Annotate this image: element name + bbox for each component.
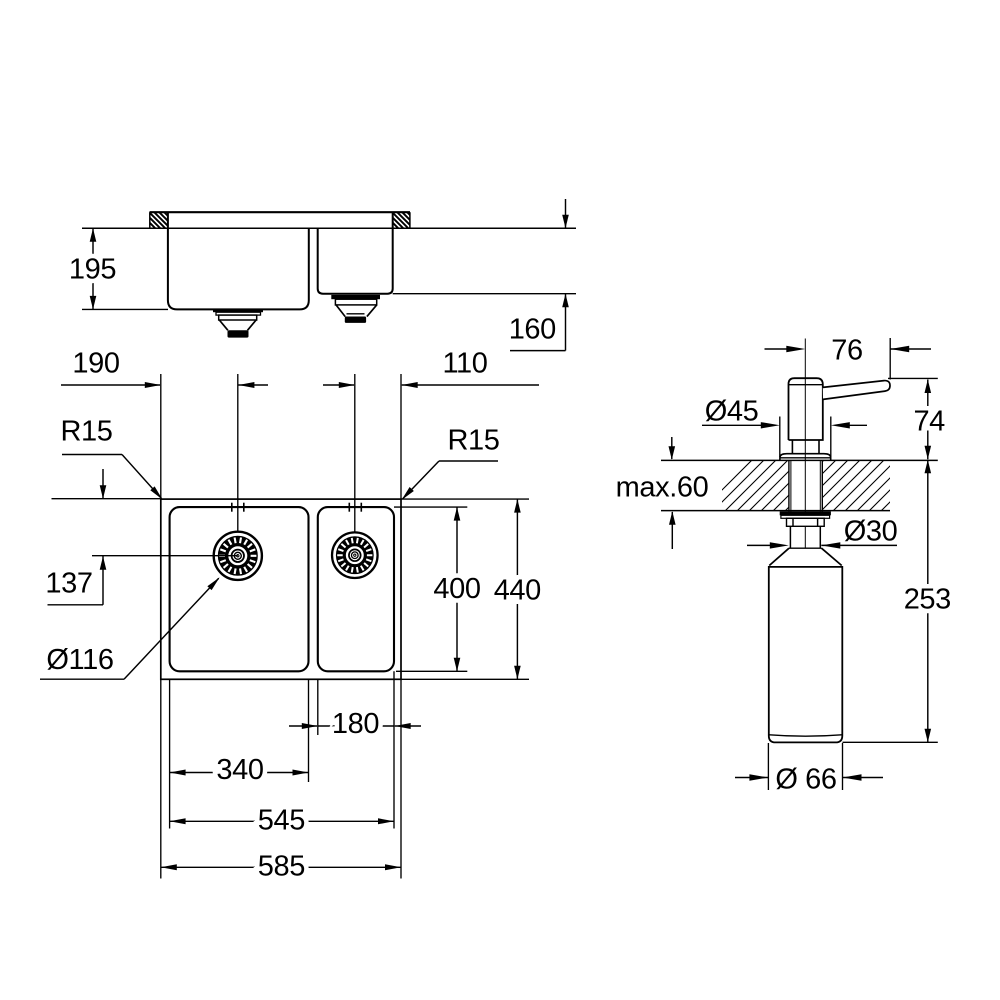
svg-text:137: 137 (45, 567, 92, 599)
svg-text:190: 190 (72, 348, 119, 380)
svg-text:74: 74 (913, 406, 945, 438)
svg-text:160: 160 (509, 313, 556, 345)
svg-text:76: 76 (831, 335, 862, 367)
svg-text:440: 440 (494, 575, 541, 607)
svg-text:110: 110 (442, 348, 487, 380)
svg-text:340: 340 (216, 754, 263, 786)
svg-text:R15: R15 (61, 416, 113, 448)
svg-text:545: 545 (258, 805, 305, 837)
svg-text:max.60: max.60 (616, 471, 709, 503)
svg-text:253: 253 (904, 583, 951, 615)
svg-text:Ø30: Ø30 (844, 516, 898, 548)
svg-text:180: 180 (332, 708, 379, 740)
svg-text:585: 585 (258, 850, 305, 882)
svg-text:195: 195 (69, 254, 116, 286)
svg-text:Ø116: Ø116 (46, 644, 113, 676)
svg-text:400: 400 (433, 573, 480, 605)
svg-text:R15: R15 (448, 424, 500, 456)
svg-text:Ø 66: Ø 66 (775, 764, 836, 796)
svg-text:Ø45: Ø45 (705, 396, 759, 428)
